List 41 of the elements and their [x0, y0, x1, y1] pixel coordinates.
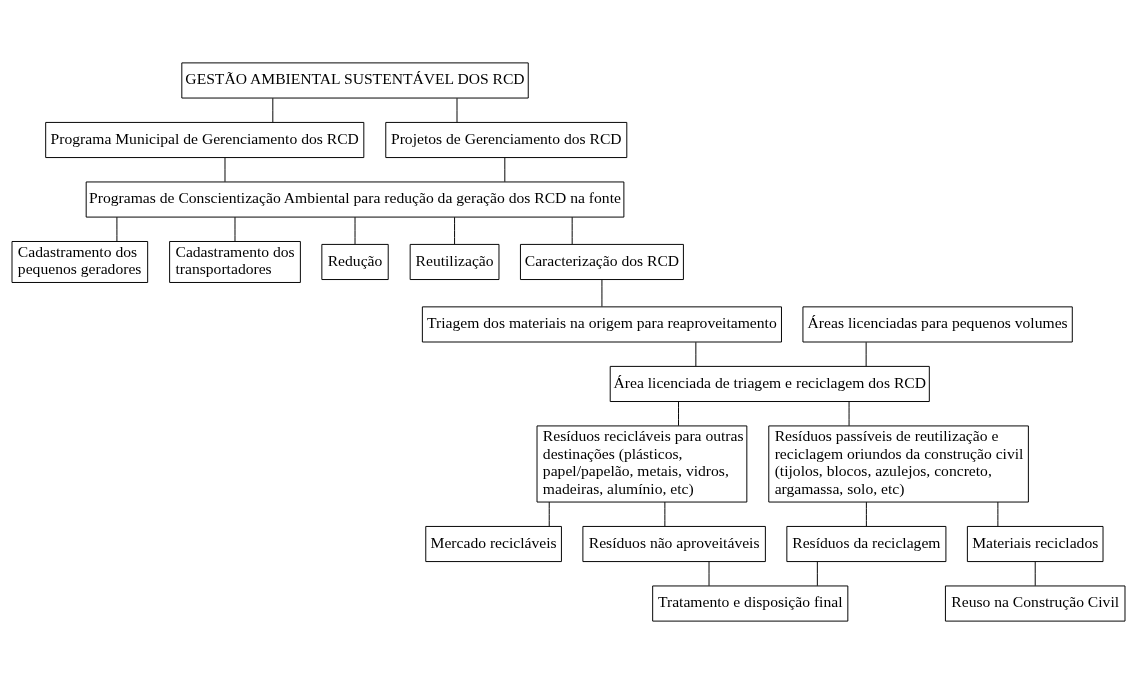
connector [708, 561, 710, 587]
node-box: Cadastramento dos transportadores [169, 241, 301, 283]
connector [116, 216, 118, 242]
node-box: Área licenciada de triagem e reciclagem dos RCD [609, 365, 930, 402]
connector [695, 341, 697, 367]
connector [848, 401, 850, 427]
connector [224, 157, 226, 183]
node-box: Mercado recicláveis [425, 525, 562, 563]
node-box: Resíduos da reciclagem [786, 525, 947, 563]
node-box: Redução [321, 243, 389, 281]
node-box: GESTÃO AMBIENTAL SUSTENTÁVEL DOS RCD [181, 62, 529, 99]
connector [816, 561, 818, 587]
connector [571, 216, 573, 245]
node-box: Resíduos passíveis de reutilização e reciclagem oriundos da construção civil (tijolos, blocos, azulejos, concreto, argamassa, solo, etc) [768, 425, 1029, 503]
node-box: Reutilização [409, 243, 500, 281]
node-box: Tratamento e disposição final [652, 585, 849, 622]
node-box: Programa Municipal de Gerenciamento dos RCD [45, 121, 365, 159]
connector [234, 216, 236, 242]
node-box: Materiais reciclados [966, 525, 1104, 563]
connector [664, 501, 666, 527]
node-box: Áreas licenciadas para pequenos volumes [802, 306, 1073, 343]
connector [456, 97, 458, 123]
node-box: Reuso na Construção Civil [944, 585, 1126, 622]
connector [678, 401, 679, 427]
node-box: Caracterização dos RCD [519, 243, 684, 281]
connector [865, 341, 867, 367]
connector [997, 501, 999, 527]
connector [865, 501, 867, 527]
node-box: Cadastramento dos pequenos geradores [11, 241, 149, 283]
connector [354, 216, 356, 245]
connector [548, 501, 550, 527]
connector [504, 157, 506, 183]
connector [601, 279, 603, 307]
connector [454, 216, 456, 245]
node-box: Resíduos recicláveis para outras destinações (plásticos, papel/papelão, metais, vidros, madeiras, alumínio, etc) [536, 425, 748, 503]
node-box: Projetos de Gerenciamento dos RCD [385, 121, 628, 159]
node-box: Resíduos não aproveitáveis [582, 525, 766, 563]
node-box: Triagem dos materiais na origem para reaproveitamento [421, 306, 782, 343]
node-box: Programas de Conscientização Ambiental para redução da geração dos RCD na fonte [85, 181, 625, 218]
connector [1034, 561, 1036, 587]
connector [272, 97, 274, 123]
